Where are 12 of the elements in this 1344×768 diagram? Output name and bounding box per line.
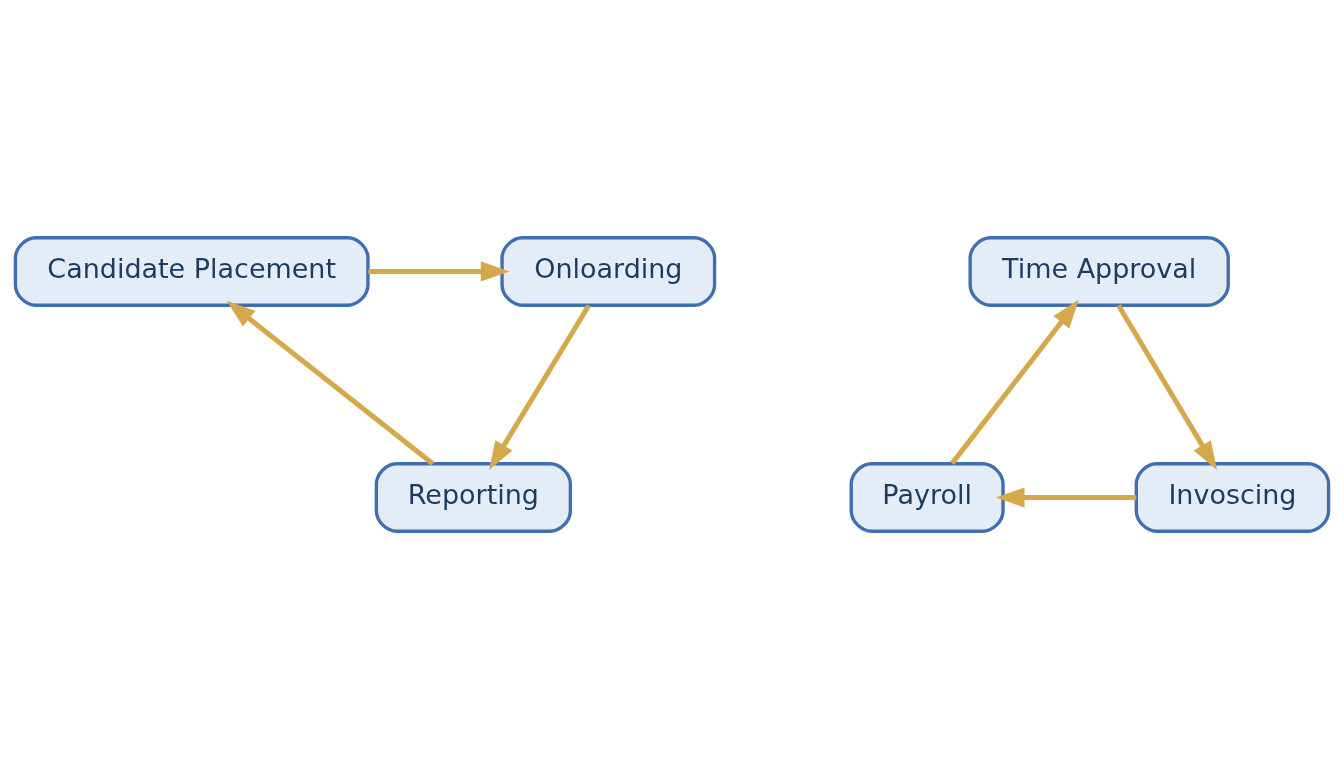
arrow <box>995 486 1137 508</box>
arrow <box>489 303 591 470</box>
arrow <box>1116 303 1217 470</box>
node-box: Payroll <box>849 461 1005 533</box>
node-box: Invoscing <box>1134 461 1331 533</box>
arrow <box>368 260 510 282</box>
node-box: Candidate Placement <box>13 235 370 307</box>
node-box: Reporting <box>374 461 573 533</box>
arrow <box>950 298 1079 465</box>
node-box: Time Approval <box>968 235 1230 307</box>
arrow <box>226 300 435 466</box>
node-box: Onloarding <box>500 235 717 307</box>
